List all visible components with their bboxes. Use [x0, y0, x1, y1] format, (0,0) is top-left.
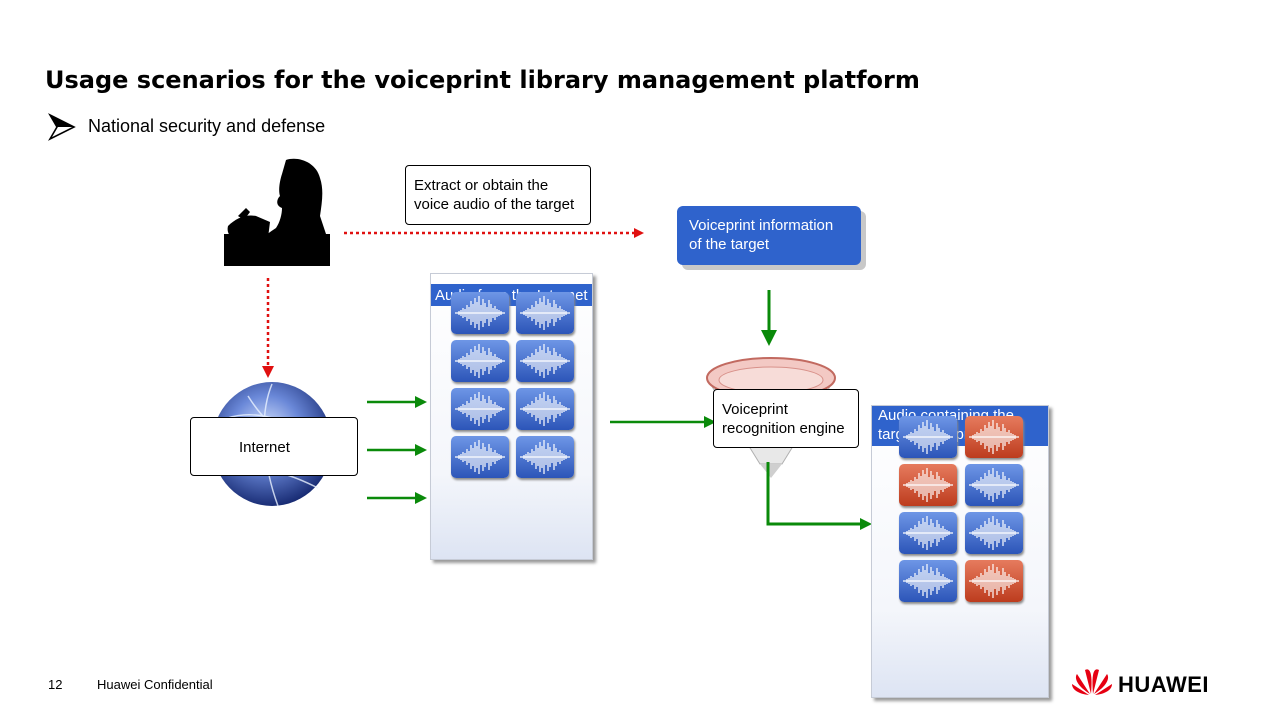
green-arrow-down [761, 290, 777, 346]
red-dotted-arrow-right [344, 228, 644, 238]
waveform-icon [455, 392, 505, 426]
huawei-logo-icon [1072, 669, 1112, 695]
audio-clip [899, 512, 957, 554]
waveform-icon [969, 516, 1019, 550]
page-number: 12 [48, 677, 63, 692]
result-audio-panel: Audio containing the target voiceprint [871, 405, 1049, 698]
audio-clip [516, 340, 574, 382]
waveform-icon [903, 468, 953, 502]
internet-audio-panel: Audio from the Internet [430, 273, 593, 560]
audio-clip [899, 416, 957, 458]
audio-clip [451, 436, 509, 478]
waveform-icon [520, 392, 570, 426]
waveform-icon [903, 420, 953, 454]
audio-clip [451, 388, 509, 430]
green-arrow-to-results [766, 462, 872, 530]
confidential-label: Huawei Confidential [97, 677, 213, 692]
bullet-text: National security and defense [88, 116, 326, 136]
extract-audio-label: Extract or obtain the voice audio of the… [405, 165, 591, 225]
person-silhouette-icon [224, 158, 330, 266]
audio-clip [516, 388, 574, 430]
voiceprint-info-box: Voiceprint information of the target [677, 206, 861, 265]
arrow-bullet-icon [48, 113, 76, 141]
waveform-icon [969, 564, 1019, 598]
audio-clip [965, 560, 1023, 602]
audio-clip [965, 512, 1023, 554]
page-title: Usage scenarios for the voiceprint libra… [45, 66, 920, 94]
audio-clip [451, 292, 509, 334]
green-arrow-to-engine [610, 416, 716, 428]
internet-label: Internet [190, 417, 358, 476]
audio-clip [899, 560, 957, 602]
audio-clip [899, 464, 957, 506]
audio-clip [965, 464, 1023, 506]
waveform-icon [969, 468, 1019, 502]
waveform-icon [455, 440, 505, 474]
brand-name: HUAWEI [1118, 672, 1209, 697]
waveform-icon [520, 296, 570, 330]
audio-clip [516, 292, 574, 334]
engine-label: Voiceprint recognition engine [713, 389, 859, 448]
red-dotted-arrow-down [262, 278, 274, 378]
audio-clip [451, 340, 509, 382]
waveform-icon [520, 440, 570, 474]
waveform-icon [903, 564, 953, 598]
waveform-icon [520, 344, 570, 378]
waveform-icon [903, 516, 953, 550]
waveform-icon [455, 296, 505, 330]
waveform-icon [455, 344, 505, 378]
audio-clip [965, 416, 1023, 458]
audio-clip [516, 436, 574, 478]
green-arrows-to-panel [367, 396, 427, 504]
waveform-icon [969, 420, 1019, 454]
